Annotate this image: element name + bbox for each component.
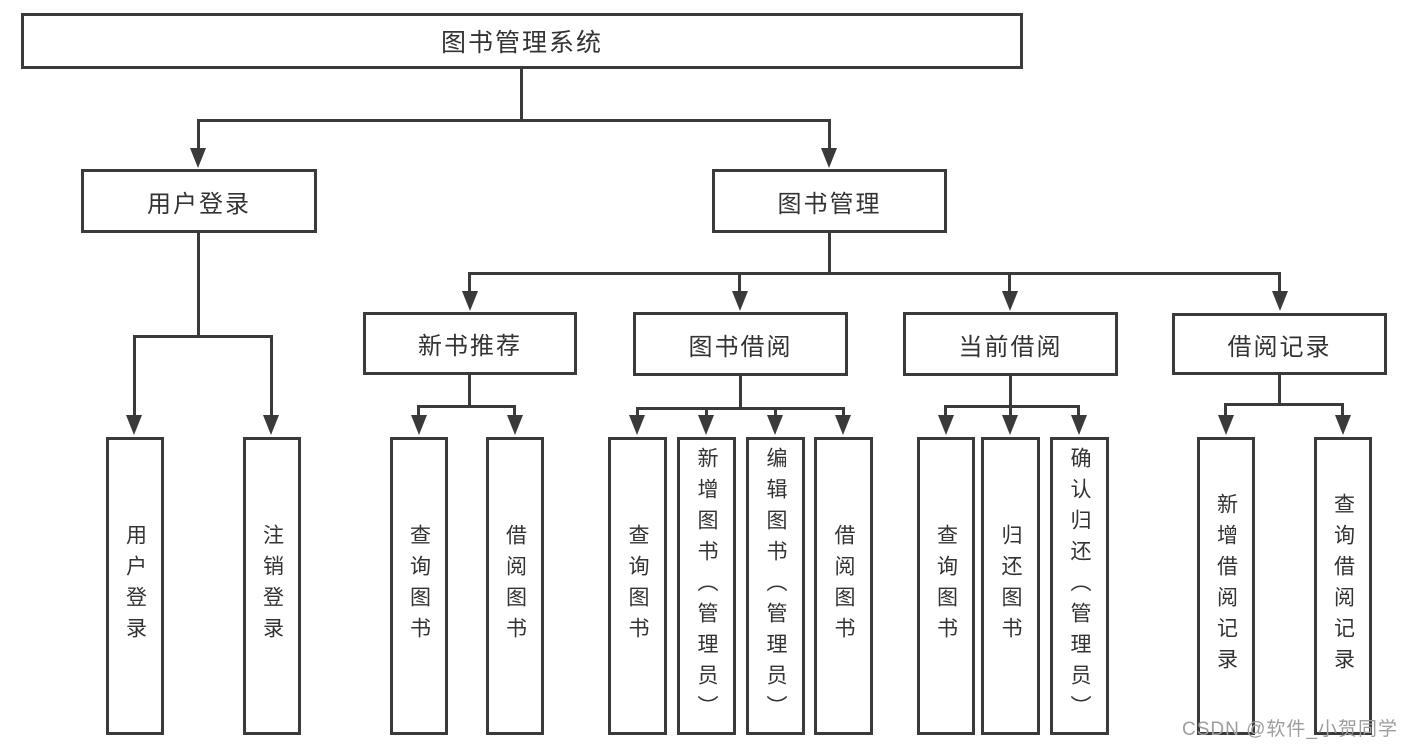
connector-line xyxy=(197,233,200,337)
node-label: 归还图书 xyxy=(999,524,1022,648)
leaf-query-borrow-record: 查询借阅记录 xyxy=(1314,437,1372,735)
arrow-down-icon xyxy=(190,148,206,168)
connector-line xyxy=(828,233,831,275)
node-label: 新书推荐 xyxy=(418,333,522,360)
node-label: 借阅记录 xyxy=(1227,333,1332,361)
arrow-down-icon xyxy=(1272,291,1288,311)
leaf-query-book-2: 查询图书 xyxy=(608,437,667,735)
connector-line xyxy=(270,335,273,417)
connector-line xyxy=(1008,272,1011,294)
arrow-down-icon xyxy=(1002,291,1018,311)
arrow-down-icon xyxy=(462,291,478,311)
node-label: 编辑图书（管理员） xyxy=(764,446,787,726)
connector-line xyxy=(636,407,639,417)
connector-line xyxy=(705,407,708,417)
connector-line xyxy=(133,335,273,338)
arrow-down-icon xyxy=(1002,415,1018,435)
connector-line xyxy=(1278,375,1281,406)
node-label: 查询图书 xyxy=(626,524,649,648)
arrow-down-icon xyxy=(507,415,523,435)
connector-line xyxy=(468,272,471,294)
arrow-down-icon xyxy=(1071,415,1087,435)
node-label: 借阅图书 xyxy=(832,524,855,648)
connector-line xyxy=(828,119,831,152)
node-label: 图书管理 xyxy=(777,190,882,218)
arrow-down-icon xyxy=(767,415,783,435)
connector-line xyxy=(1224,403,1344,406)
node-borrow-records: 借阅记录 xyxy=(1172,313,1387,375)
leaf-borrow-book-2: 借阅图书 xyxy=(814,437,873,735)
arrow-down-icon xyxy=(263,415,279,435)
connector-line xyxy=(774,407,777,417)
leaf-borrow-book-1: 借阅图书 xyxy=(486,437,544,735)
leaf-edit-book-admin: 编辑图书（管理员） xyxy=(746,437,805,735)
connector-line xyxy=(944,405,947,416)
node-label: 用户登录 xyxy=(147,190,251,218)
node-new-book-recommend: 新书推荐 xyxy=(363,312,577,375)
node-label: 确认归还（管理员） xyxy=(1068,446,1091,726)
connector-line xyxy=(1009,376,1012,408)
leaf-user-login: 用户登录 xyxy=(106,437,164,735)
node-current-borrow: 当前借阅 xyxy=(903,312,1118,376)
arrow-down-icon xyxy=(835,415,851,435)
leaf-logout: 注销登录 xyxy=(243,437,301,735)
leaf-add-book-admin: 新增图书（管理员） xyxy=(677,437,736,735)
connector-line xyxy=(417,405,420,417)
connector-line xyxy=(1224,403,1227,416)
leaf-return-book: 归还图书 xyxy=(981,437,1040,735)
node-label: 新增借阅记录 xyxy=(1214,493,1238,679)
node-book-management: 图书管理 xyxy=(712,169,947,233)
connector-line xyxy=(520,69,523,121)
node-label: 图书借阅 xyxy=(688,333,793,361)
node-label: 新增图书（管理员） xyxy=(695,446,718,726)
leaf-query-book-1: 查询图书 xyxy=(390,437,448,735)
connector-line xyxy=(636,407,844,410)
connector-line xyxy=(1009,405,1012,416)
node-label: 用户登录 xyxy=(123,524,147,648)
node-label: 查询图书 xyxy=(934,524,958,648)
connector-line xyxy=(944,405,1080,408)
connector-line xyxy=(738,272,741,294)
arrow-down-icon xyxy=(629,415,645,435)
csdn-watermark: CSDN @软件_小贺同学 xyxy=(1182,719,1398,740)
arrow-down-icon xyxy=(732,291,748,311)
leaf-query-book-3: 查询图书 xyxy=(917,437,975,735)
arrow-down-icon xyxy=(698,415,714,435)
node-label: 查询借阅记录 xyxy=(1331,493,1355,679)
connector-line xyxy=(739,376,742,410)
arrow-down-icon xyxy=(821,148,837,168)
connector-line xyxy=(197,119,831,122)
connector-line xyxy=(1341,403,1344,416)
node-label: 借阅图书 xyxy=(503,524,527,648)
arrow-down-icon xyxy=(411,415,427,435)
node-user-login: 用户登录 xyxy=(81,169,317,233)
arrow-down-icon xyxy=(126,415,142,435)
connector-line xyxy=(842,407,845,417)
node-label: 注销登录 xyxy=(260,524,284,648)
arrow-down-icon xyxy=(938,415,954,435)
node-book-borrow: 图书借阅 xyxy=(633,312,848,376)
node-label: 查询图书 xyxy=(407,524,431,648)
connector-line xyxy=(1278,272,1281,294)
connector-line xyxy=(417,405,516,408)
leaf-add-borrow-record: 新增借阅记录 xyxy=(1197,437,1255,735)
connector-line xyxy=(197,119,200,152)
connector-line xyxy=(1077,405,1080,416)
node-system-root: 图书管理系统 xyxy=(21,13,1023,69)
connector-line xyxy=(133,335,136,417)
connector-line xyxy=(513,405,516,417)
connector-line xyxy=(468,272,1281,275)
connector-line xyxy=(468,375,471,408)
arrow-down-icon xyxy=(1218,415,1234,435)
leaf-confirm-return-admin: 确认归还（管理员） xyxy=(1050,437,1109,735)
arrow-down-icon xyxy=(1335,415,1351,435)
node-label: 当前借阅 xyxy=(958,333,1063,361)
node-label: 图书管理系统 xyxy=(440,29,603,57)
